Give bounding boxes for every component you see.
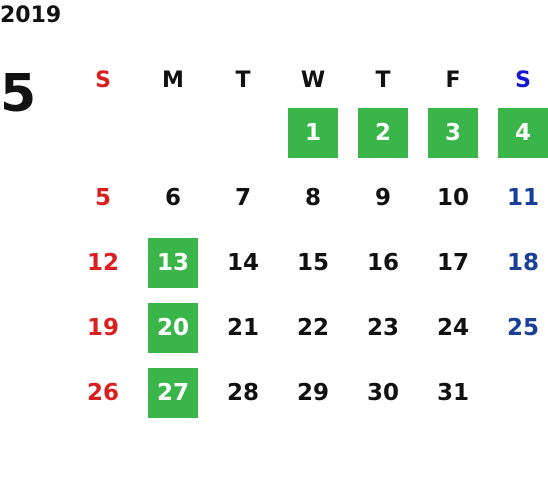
day-cell[interactable]: 18 <box>488 230 548 295</box>
day-number: 29 <box>296 379 329 406</box>
weekday-header: T <box>235 67 251 93</box>
day-number: 20 <box>148 302 198 353</box>
day-cell[interactable]: 1 <box>278 100 348 165</box>
day-cell[interactable]: 19 <box>68 295 138 360</box>
day-cell[interactable]: 29 <box>278 360 348 425</box>
day-number: 17 <box>436 249 469 276</box>
day-number: 2 <box>358 107 408 158</box>
day-number: 14 <box>226 249 259 276</box>
day-number: 23 <box>366 314 399 341</box>
day-cell[interactable]: 26 <box>68 360 138 425</box>
day-cell[interactable]: 16 <box>348 230 418 295</box>
empty-cell <box>208 100 278 165</box>
day-cell[interactable]: 25 <box>488 295 548 360</box>
weekday-header: M <box>162 67 184 93</box>
day-cell[interactable]: 10 <box>418 165 488 230</box>
day-number: 7 <box>234 184 251 211</box>
empty-cell <box>68 100 138 165</box>
day-cell[interactable]: 30 <box>348 360 418 425</box>
day-number: 16 <box>366 249 399 276</box>
weekday-header: W <box>300 67 326 93</box>
day-cell[interactable]: 7 <box>208 165 278 230</box>
empty-cell <box>138 100 208 165</box>
day-cell[interactable]: 14 <box>208 230 278 295</box>
weekday-header: S <box>95 67 111 93</box>
day-number: 27 <box>148 367 198 418</box>
day-cell[interactable]: 28 <box>208 360 278 425</box>
day-number: 5 <box>94 184 111 211</box>
day-number: 1 <box>288 107 338 158</box>
day-cell[interactable]: 5 <box>68 165 138 230</box>
day-number: 30 <box>366 379 399 406</box>
day-number: 9 <box>374 184 391 211</box>
day-number: 4 <box>498 107 548 158</box>
day-number: 26 <box>86 379 119 406</box>
day-cell[interactable]: 4 <box>488 100 548 165</box>
year-label: 2019 <box>0 3 62 28</box>
day-cell[interactable]: 15 <box>278 230 348 295</box>
day-cell[interactable]: 27 <box>138 360 208 425</box>
day-cell[interactable]: 17 <box>418 230 488 295</box>
day-cell[interactable]: 31 <box>418 360 488 425</box>
day-cell[interactable]: 20 <box>138 295 208 360</box>
month-label: 5 <box>0 64 37 124</box>
day-number: 8 <box>304 184 321 211</box>
day-cell[interactable]: 11 <box>488 165 548 230</box>
day-number: 25 <box>506 314 539 341</box>
day-number: 15 <box>296 249 329 276</box>
day-cell[interactable]: 3 <box>418 100 488 165</box>
day-number: 12 <box>86 249 119 276</box>
day-number: 6 <box>164 184 181 211</box>
day-number: 24 <box>436 314 469 341</box>
day-cell[interactable]: 24 <box>418 295 488 360</box>
day-number: 18 <box>506 249 539 276</box>
day-cell[interactable]: 8 <box>278 165 348 230</box>
day-number: 11 <box>506 184 539 211</box>
weekday-header: T <box>375 67 391 93</box>
day-number: 31 <box>436 379 469 406</box>
weekday-header: S <box>515 67 531 93</box>
day-number: 19 <box>86 314 119 341</box>
day-number: 10 <box>436 184 469 211</box>
day-cell[interactable]: 23 <box>348 295 418 360</box>
day-number: 13 <box>148 237 198 288</box>
day-cell[interactable]: 12 <box>68 230 138 295</box>
day-cell[interactable]: 21 <box>208 295 278 360</box>
day-number: 28 <box>226 379 259 406</box>
day-cell[interactable]: 13 <box>138 230 208 295</box>
day-number: 3 <box>428 107 478 158</box>
day-number: 21 <box>226 314 259 341</box>
weekday-header: F <box>445 67 461 93</box>
day-cell[interactable]: 22 <box>278 295 348 360</box>
day-cell[interactable]: 6 <box>138 165 208 230</box>
day-number: 22 <box>296 314 329 341</box>
day-cell[interactable]: 9 <box>348 165 418 230</box>
day-cell[interactable]: 2 <box>348 100 418 165</box>
